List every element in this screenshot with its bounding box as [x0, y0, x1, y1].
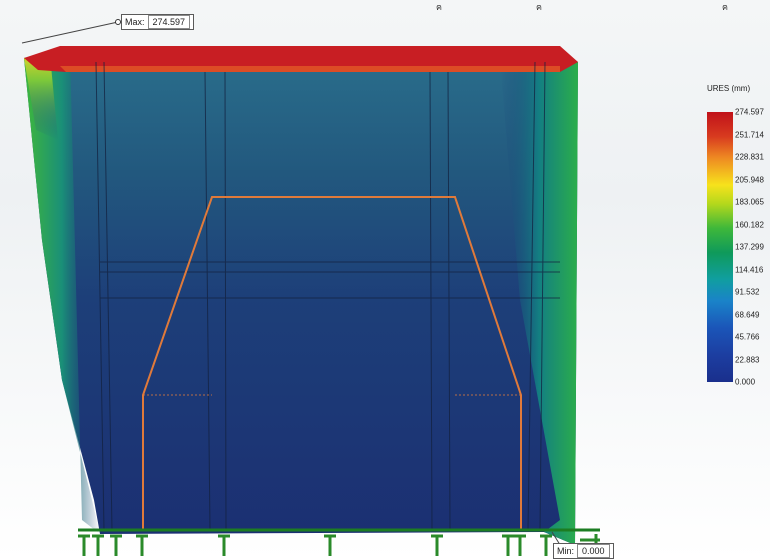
legend-tick-label: 160.182: [735, 220, 764, 229]
top-glyph-2: ฅ: [536, 2, 543, 12]
legend-tick-label: 137.299: [735, 242, 764, 252]
legend-tick-label: 251.714: [735, 130, 764, 139]
probe-marker-icon: [115, 19, 121, 25]
min-value: 0.000: [577, 544, 610, 558]
left-edge-stress: [24, 52, 100, 534]
legend-tick-label: 183.065: [735, 197, 764, 207]
max-probe-callout[interactable]: Max: 274.597: [121, 14, 195, 30]
right-edge-stress: [500, 60, 578, 545]
legend-tick-label: 68.649: [735, 310, 760, 319]
legend-title: URES (mm): [707, 84, 751, 93]
top-glyph-1: ฅ: [436, 2, 443, 12]
top-glyph-3: ฅ: [722, 2, 729, 12]
min-probe-callout[interactable]: Min: 0.000: [553, 543, 614, 559]
legend-tick-label: 114.416: [735, 265, 764, 274]
max-label: Max:: [125, 17, 145, 27]
legend-tick-label: 0.000: [735, 377, 756, 387]
fixture-arrow-icon: [78, 534, 600, 556]
min-label: Min:: [557, 546, 575, 556]
legend-tick-label: 91.532: [735, 287, 760, 297]
top-edge-max: [24, 46, 578, 72]
legend-tick-label: 45.766: [735, 332, 760, 342]
legend-tick-label: 228.831: [735, 152, 764, 162]
legend-color-bar: [707, 112, 733, 382]
legend-tick-label: 274.597: [735, 107, 764, 117]
legend-tick-label: 22.883: [735, 355, 760, 364]
legend-tick-label: 205.948: [735, 175, 764, 184]
max-value: 274.597: [147, 15, 191, 29]
